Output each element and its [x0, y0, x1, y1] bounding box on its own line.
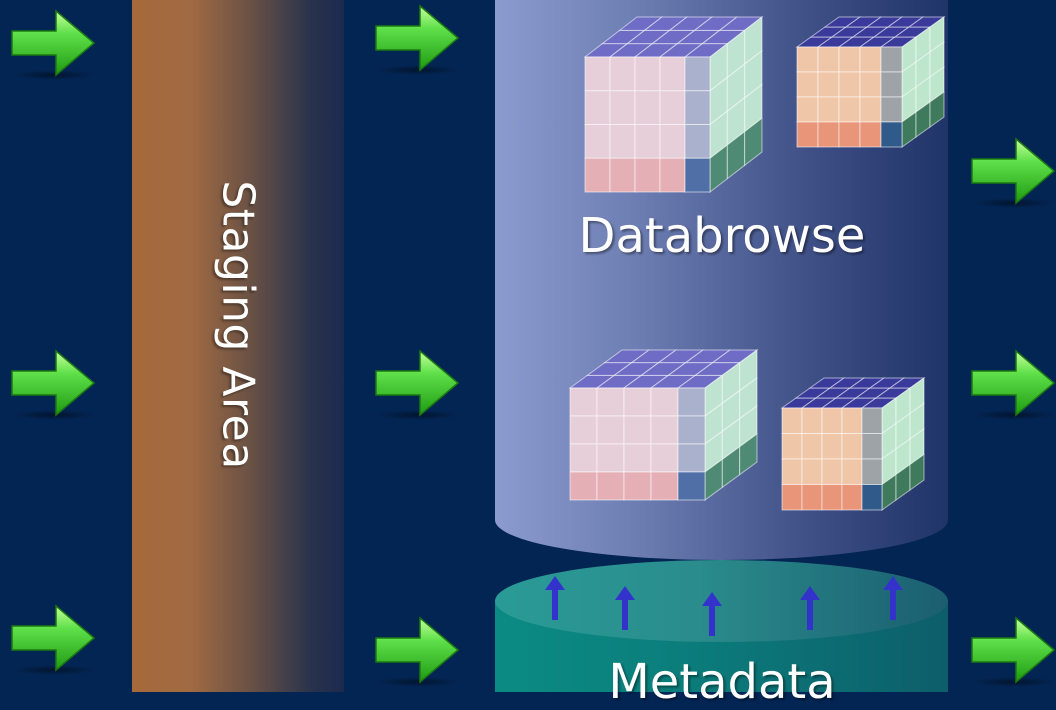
right-arrow-icon [971, 137, 1056, 208]
right-arrow-icon [971, 349, 1056, 420]
right-arrow-icon [11, 9, 96, 80]
right-arrow-icon [971, 616, 1056, 687]
data-cube-icon [568, 349, 759, 501]
right-arrow-icon [375, 4, 460, 75]
metadata-cylinder-top [495, 560, 948, 642]
up-arrow-icon [800, 586, 820, 630]
databrowse-label: Databrowse [578, 208, 866, 264]
right-arrow-icon [375, 349, 460, 420]
up-arrow-icon [615, 586, 635, 630]
right-arrow-icon [375, 616, 460, 687]
up-arrow-icon [702, 592, 722, 636]
right-arrow-icon [11, 349, 96, 420]
right-arrow-icon [11, 604, 96, 675]
data-cube-icon [583, 15, 764, 194]
data-cube-icon [795, 16, 946, 148]
data-cube-icon [780, 377, 926, 511]
cube-layer [568, 15, 946, 511]
up-arrow-icon [545, 576, 565, 620]
metadata-up-arrows [545, 576, 903, 636]
up-arrow-icon [883, 576, 903, 620]
staging-area [132, 0, 344, 692]
